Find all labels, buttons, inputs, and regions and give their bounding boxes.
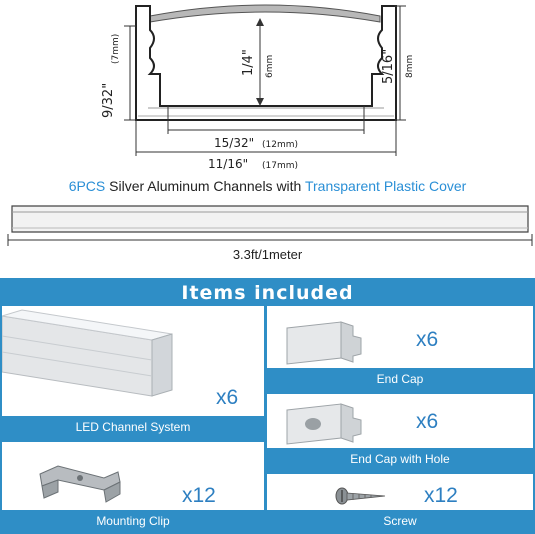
- end-cap-hole-image: [286, 403, 362, 445]
- profile-dimension-diagram: 9/32" (7mm) 1/4" 6mm 5/16" 8mm 15/32" (1…: [101, 4, 415, 171]
- width-inner-label: 15/32": [214, 136, 254, 150]
- height-right-mm-label: 8mm: [405, 55, 415, 78]
- item-card-end-cap: x6 End Cap: [267, 306, 533, 390]
- product-headline: 6PCS Silver Aluminum Channels with Trans…: [0, 178, 535, 194]
- height-right-label: 5/16": [381, 49, 396, 84]
- end-cap-hole-count: x6: [416, 410, 439, 433]
- led-channel-count: x6: [216, 386, 239, 409]
- mounting-clip-label: Mounting Clip: [2, 510, 264, 532]
- mounting-clip-count: x12: [182, 484, 216, 507]
- end-cap-hole-label: End Cap with Hole: [267, 448, 533, 470]
- screw-count: x12: [424, 484, 458, 507]
- height-outer-label: 9/32": [101, 83, 116, 118]
- height-inner-label: 1/4": [241, 49, 256, 76]
- height-inner-mm-label: 6mm: [265, 55, 275, 78]
- headline-cover: Transparent Plastic Cover: [304, 178, 467, 194]
- height-outer-mm-label: (7mm): [111, 34, 121, 64]
- items-included-title: Items included: [181, 282, 354, 304]
- screw-image: [335, 487, 386, 505]
- width-outer-label: 11/16": [208, 157, 248, 171]
- item-card-mounting-clip: x12 Mounting Clip: [2, 442, 264, 532]
- item-card-screw: x12 Screw: [267, 474, 533, 532]
- end-cap-label: End Cap: [267, 368, 533, 390]
- width-inner-mm-label: (12mm): [262, 140, 298, 150]
- item-card-end-cap-hole: x6 End Cap with Hole: [267, 394, 533, 470]
- headline-count: 6PCS: [68, 178, 106, 194]
- width-outer-mm-label: (17mm): [262, 161, 298, 171]
- led-channel-image: [2, 309, 173, 397]
- end-cap-image: [286, 321, 362, 365]
- channel-profile-shape: [135, 4, 397, 121]
- mounting-clip-image: [39, 465, 121, 503]
- item-card-led-channel: x6 LED Channel System: [2, 306, 264, 438]
- screw-label: Screw: [267, 510, 533, 532]
- led-channel-label: LED Channel System: [2, 416, 264, 438]
- end-cap-count: x6: [416, 328, 439, 351]
- headline-middle: Silver Aluminum Channels with: [105, 178, 305, 194]
- channel-length-illustration: [7, 205, 533, 246]
- length-label: 3.3ft/1meter: [232, 247, 303, 262]
